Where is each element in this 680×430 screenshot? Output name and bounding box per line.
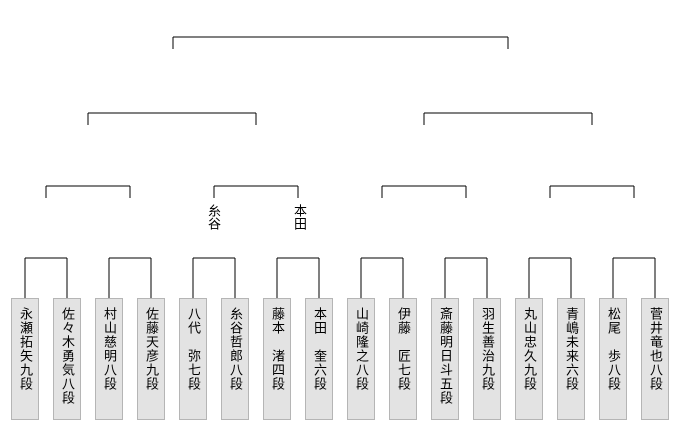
player-box: 佐々木勇気八段 [53, 298, 81, 420]
advancer-label: 本田 [291, 204, 306, 230]
player-box: 糸谷哲郎八段 [221, 298, 249, 420]
player-box: 佐藤天彦九段 [137, 298, 165, 420]
player-box: 藤本 渚四段 [263, 298, 291, 420]
player-box: 丸山忠久九段 [515, 298, 543, 420]
player-box: 菅井竜也八段 [641, 298, 669, 420]
player-box: 羽生善治九段 [473, 298, 501, 420]
player-box: 八代 弥七段 [179, 298, 207, 420]
player-box: 伊藤 匠七段 [389, 298, 417, 420]
player-box: 青嶋未来六段 [557, 298, 585, 420]
player-box: 本田 奎六段 [305, 298, 333, 420]
player-box: 山崎隆之八段 [347, 298, 375, 420]
player-box: 永瀬拓矢九段 [11, 298, 39, 420]
player-box: 松尾 歩八段 [599, 298, 627, 420]
player-box: 村山慈明八段 [95, 298, 123, 420]
player-box: 斎藤明日斗五段 [431, 298, 459, 420]
advancer-label: 糸谷 [205, 204, 220, 230]
